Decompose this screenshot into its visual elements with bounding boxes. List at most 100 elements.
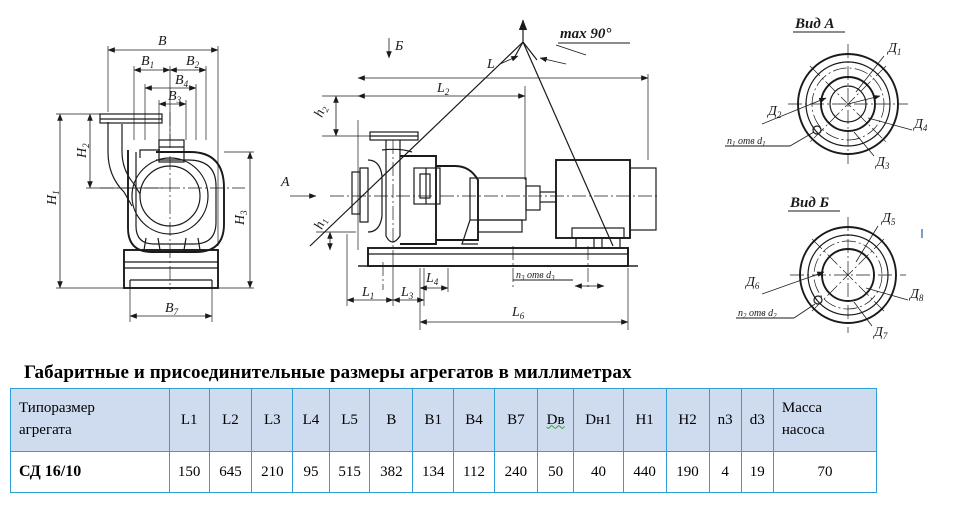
header-h1: H1 [622, 388, 667, 452]
base-plate [123, 249, 219, 289]
header-mass-line2: насоса [781, 422, 825, 438]
label-l4: L4 [425, 271, 439, 287]
cell-l3: 210 [251, 451, 294, 493]
header-l3: L3 [251, 388, 294, 452]
technical-drawing-area: .ln { stroke:#1a1a1a; fill:none; stroke-… [45, 16, 928, 341]
leader-d7 [853, 301, 873, 327]
view-b-bolt-hole [813, 295, 823, 305]
label-l-angle: L [486, 57, 495, 72]
casing-top-edge [381, 148, 413, 153]
label-d6: Д6 [744, 275, 760, 291]
bearing-foot [477, 219, 523, 233]
cell-d3: 19 [740, 451, 774, 493]
angle-leader-left [499, 55, 519, 65]
cell-l1: 150 [168, 451, 210, 493]
cell-l5: 515 [328, 451, 371, 493]
view-a-holes-leader [789, 131, 815, 147]
side-elevation-view: Б L max 90° [309, 19, 660, 330]
discharge-stub-left [139, 149, 160, 158]
header-model-line1: Типоразмер [19, 400, 95, 417]
label-d2: Д2 [766, 104, 782, 120]
view-a-bolt-hole [812, 125, 822, 135]
label-b7: B7 [165, 301, 179, 317]
sling-right-rope [522, 41, 614, 247]
sling-angle-arc [512, 40, 538, 61]
front-elevation-view: B B1 B2 B4 B3 B7 H1 H2 [45, 34, 317, 322]
sling-left-rope [309, 41, 524, 247]
cell-b1: 134 [412, 451, 455, 493]
leader-d5 [855, 225, 879, 263]
discharge-stub-block [158, 139, 185, 163]
pump-casing-outer [400, 155, 437, 245]
header-d3: d3 [740, 388, 774, 452]
label-b1: B1 [141, 54, 154, 70]
cell-l2: 645 [208, 451, 253, 493]
label-max-90: max 90° [560, 26, 611, 42]
cell-dn1: 40 [573, 451, 624, 493]
label-b4: B4 [175, 73, 189, 89]
suction-flange-hub [359, 167, 369, 223]
header-l4: L4 [292, 388, 330, 452]
leader-d3 [853, 131, 875, 157]
max-angle-leader [555, 44, 587, 56]
motor-base-rail [571, 227, 625, 239]
flange-view-b: Вид Б Д5 Д6 Д7 Д8 n2 отв d2 [736, 195, 924, 341]
motor-foot-left [575, 237, 595, 249]
page-title: Габаритные и присоединительные размеры а… [24, 362, 632, 383]
cell-n3: 4 [708, 451, 742, 493]
label-n3-holes-d3: n3 отв d3 [516, 270, 555, 282]
dimensions-table: Типоразмер агрегата L1 L2 L3 L4 L5 B B1 … [10, 388, 878, 493]
header-dv: Dв [536, 388, 575, 452]
label-section-a: A [280, 175, 290, 190]
motor-outer-circle [131, 157, 209, 235]
flange-view-a: Вид А Д1 Д2 Д3 Д4 n1 отв d1 [725, 16, 928, 171]
label-h2: H2 [75, 143, 91, 159]
label-l3: L3 [400, 285, 414, 301]
label-h3: H3 [233, 210, 249, 226]
coupling-hub [525, 185, 541, 211]
motor-body [555, 159, 631, 239]
cell-h1: 440 [622, 451, 667, 493]
header-mass-line1: Масса [781, 400, 823, 417]
label-n1-holes-d1: n1 отв d1 [727, 136, 766, 148]
label-h1: H1 [45, 190, 61, 206]
cell-b4: 112 [453, 451, 495, 493]
cell-b: 382 [369, 451, 414, 493]
header-l1: L1 [168, 388, 210, 452]
header-b1: B1 [412, 388, 455, 452]
header-h2: H2 [665, 388, 710, 452]
cell-b7: 240 [493, 451, 538, 493]
volute-inner-shell [135, 152, 217, 245]
label-b3: B3 [168, 89, 182, 105]
table-header-row: Типоразмер агрегата L1 L2 L3 L4 L5 B B1 … [10, 388, 878, 452]
label-d8: Д8 [908, 287, 924, 303]
label-l6: L6 [511, 305, 525, 321]
title-view-b: Вид Б [789, 195, 830, 211]
motor-fan-cover [629, 167, 657, 231]
header-b4: B4 [453, 388, 495, 452]
volute-outer-shell [127, 150, 225, 253]
header-mass: Масса насоса [772, 388, 878, 452]
header-l5: L5 [328, 388, 371, 452]
base-frame-lip-left [358, 248, 369, 267]
label-b2: B2 [186, 54, 200, 70]
label-d7: Д7 [872, 325, 888, 341]
header-dn1: Dн1 [573, 388, 624, 452]
leader-d2 [761, 97, 827, 125]
title-view-a: Вид А [794, 16, 835, 32]
cell-h2: 190 [665, 451, 710, 493]
label-d4: Д4 [912, 117, 928, 133]
view-b-holes-leader [793, 303, 816, 319]
angle-leader-right [539, 56, 567, 65]
label-b: B [158, 34, 167, 49]
header-dv-text: Dв [546, 411, 565, 428]
gland-packing [419, 173, 431, 199]
motor-inner-circle [139, 165, 201, 227]
bracket-leg [461, 219, 478, 245]
base-frame-lip-right [627, 248, 638, 267]
leader-d6 [761, 271, 825, 295]
suction-casing-curve [367, 159, 383, 233]
suction-elbow-inner [121, 124, 141, 195]
header-model-line2: агрегата [19, 422, 72, 438]
view-b-diag-2 [811, 238, 885, 312]
